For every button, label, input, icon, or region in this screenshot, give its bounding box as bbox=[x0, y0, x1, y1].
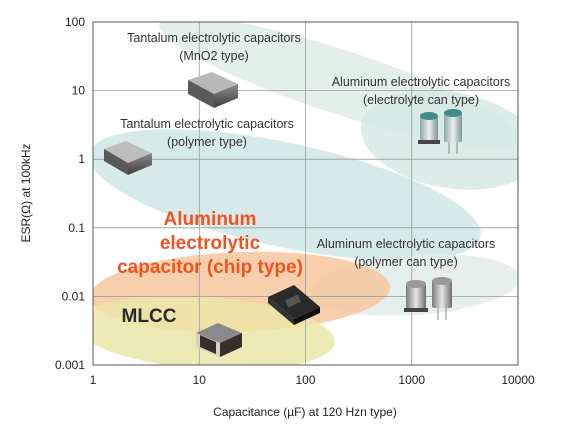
aluminum-chip-capacitor-icon bbox=[268, 285, 320, 325]
label-mlcc: MLCC bbox=[122, 306, 177, 327]
label-tantalum-polymer-line1: Tantalum electrolytic capacitors bbox=[120, 117, 294, 131]
y-tick-label: 0.001 bbox=[55, 358, 85, 372]
label-tantalum-polymer-line2: (polymer type) bbox=[167, 135, 247, 149]
x-tick-label: 10000 bbox=[501, 373, 535, 387]
x-tick-label: 1 bbox=[90, 373, 97, 387]
polymer-can-capacitor-icon bbox=[404, 277, 452, 320]
aluminum-can-capacitor-icon bbox=[418, 109, 462, 154]
label-aluminum-polymer-can-line1: Aluminum electrolytic capacitors bbox=[317, 237, 496, 251]
y-axis-title: ESR(Ω) at 100kHz bbox=[19, 144, 33, 243]
x-tick-label: 1000 bbox=[398, 373, 425, 387]
tantalum-chip-icon bbox=[188, 72, 238, 108]
y-tick-label: 1 bbox=[78, 152, 85, 166]
y-tick-label: 0.01 bbox=[62, 289, 86, 303]
y-tick-labels: 100 10 1 0.1 0.01 0.001 bbox=[55, 15, 85, 372]
label-aluminum-chip-line3: capacitor (chip type) bbox=[117, 257, 303, 278]
label-aluminum-chip-line2: electrolytic bbox=[160, 233, 261, 254]
mlcc-chip-icon bbox=[196, 323, 242, 357]
label-aluminum-can-line2: (electrolyte can type) bbox=[363, 93, 479, 107]
y-tick-label: 0.1 bbox=[68, 221, 85, 235]
label-aluminum-chip-line1: Aluminum bbox=[164, 209, 257, 230]
label-tantalum-mno2-line1: Tantalum electrolytic capacitors bbox=[127, 31, 301, 45]
label-aluminum-polymer-can-line2: (polymer can type) bbox=[354, 255, 458, 269]
label-tantalum-mno2-line2: (MnO2 type) bbox=[179, 49, 248, 63]
x-tick-label: 100 bbox=[295, 373, 315, 387]
y-tick-label: 10 bbox=[72, 84, 86, 98]
label-aluminum-can-line1: Aluminum electrolytic capacitors bbox=[332, 75, 511, 89]
x-tick-label: 10 bbox=[193, 373, 207, 387]
tantalum-chip-icon bbox=[104, 141, 152, 175]
x-tick-labels: 1 10 100 1000 10000 bbox=[90, 373, 535, 387]
plot-frame bbox=[92, 21, 519, 366]
x-axis-title: Capacitance (µF) at 120 Hzn type) bbox=[213, 405, 397, 419]
y-tick-label: 100 bbox=[65, 15, 85, 29]
